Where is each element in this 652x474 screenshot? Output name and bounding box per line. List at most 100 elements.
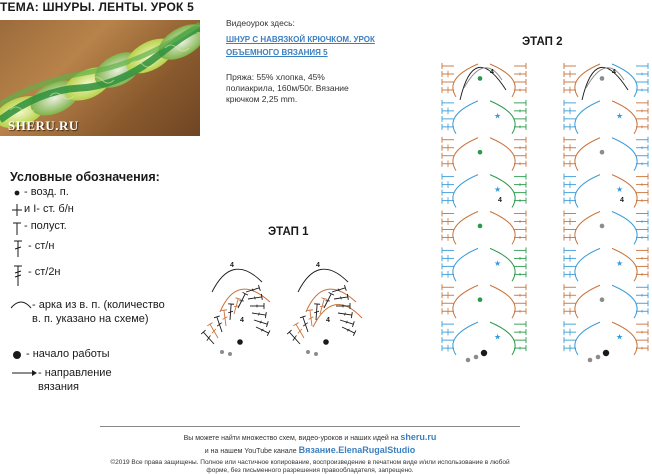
stitch-bar (222, 316, 228, 320)
stage-2-arc (452, 321, 479, 356)
stitch-top (321, 297, 328, 300)
stage-2-arc (452, 247, 479, 282)
stitch-top (207, 322, 213, 327)
arrow-right-icon (12, 370, 37, 376)
stitch-bar (206, 335, 211, 341)
arc-orange (219, 288, 271, 313)
youtube-channel-link[interactable]: Вязание.ElenaRugalStudio (298, 445, 416, 455)
stitch-top (235, 297, 242, 300)
sheru-link[interactable]: sheru.ru (400, 432, 437, 442)
chain-dot (228, 352, 232, 356)
stage-2-arc (489, 100, 516, 135)
stitch-top (258, 284, 261, 291)
double-crochet-icon (14, 240, 22, 257)
chain-count-label: 4 (316, 262, 320, 269)
stitch-top (260, 293, 263, 300)
stage-2-arc (452, 100, 479, 135)
stitch-bar (216, 322, 222, 327)
arc-orange (312, 303, 363, 328)
stitch-top (352, 330, 357, 336)
chain-count-label: 4 (498, 197, 502, 204)
stage-2-arc (489, 137, 516, 171)
star-icon: ★ (616, 111, 623, 120)
footer: Вы можете найти множество схем, видео-ур… (100, 426, 520, 474)
stitch-top (266, 321, 269, 328)
start-dot (480, 349, 488, 357)
stage-2-diagram: ★★★★44★★★★44 (441, 63, 649, 363)
stitch-bar (260, 328, 264, 332)
stage-2-arc (489, 211, 516, 245)
stage-2-arc (452, 211, 479, 245)
stitch-top (293, 322, 299, 327)
stitch-top (213, 315, 220, 319)
top-arc (581, 67, 629, 101)
chain-count-label: 4 (240, 317, 244, 324)
stage-2-label: ЭТАП 2 (522, 36, 563, 48)
copyright-text: ©2019 Все права защищены. Полное или час… (110, 459, 510, 474)
cord-photo-image (0, 21, 200, 128)
stage-2-arc (574, 137, 601, 171)
video-lesson-link[interactable]: ШНУР С НАВЯЗКОЙ КРЮЧКОМ. УРОК ОБЪЕМНОГО … (226, 35, 375, 57)
stitch-top (352, 321, 355, 328)
photo-watermark: SHERU.RU (8, 118, 79, 133)
chain-dot (477, 223, 483, 229)
stage-2-arc (611, 211, 638, 245)
chain-dot (465, 357, 471, 363)
chain-dot (477, 149, 483, 155)
stage-2-arc (452, 174, 479, 208)
stitch-top (306, 309, 313, 311)
star-icon: ★ (616, 333, 623, 342)
stitch-bar (258, 312, 260, 316)
stage-2-arc (574, 284, 601, 319)
chain-dot (477, 76, 483, 81)
chain-dot (595, 354, 601, 360)
chain-dot (477, 297, 483, 302)
stitch-top (264, 312, 267, 319)
stitch-top (286, 329, 292, 335)
chain-dot (220, 350, 224, 354)
stitch-bar (292, 335, 297, 341)
stage-2-arc (489, 63, 516, 98)
stage-2-arc (574, 100, 601, 135)
start-dot (602, 349, 610, 357)
chain-count-label: 4 (230, 262, 234, 269)
page-title: ТЕМА: ШНУРЫ. ЛЕНТЫ. УРОК 5 (0, 0, 194, 14)
stage-2-arc (611, 174, 638, 208)
stage-2-column: ★★★★44 (441, 63, 527, 363)
stitch-top (299, 315, 306, 319)
stage-2-arc (611, 247, 638, 282)
chain-dot (599, 223, 605, 229)
star-icon: ★ (616, 185, 623, 194)
stitch-top (346, 293, 349, 300)
chain-dot (599, 297, 605, 302)
stitch-bar (259, 320, 262, 324)
arc-black (297, 268, 349, 293)
chain-dot (587, 357, 593, 363)
chain-dot (473, 354, 479, 360)
stitch-bar (340, 296, 342, 300)
stitch-bar (308, 316, 314, 320)
stage-2-arc (611, 100, 638, 135)
top-arc-inner (463, 67, 503, 89)
star-icon: ★ (494, 185, 501, 194)
video-label: Видеоурок здесь: (226, 18, 295, 28)
stitch-bar (346, 328, 350, 332)
yarn-info: Пряжа: 55% хлопка, 45% полиакрила, 160м/… (226, 72, 349, 104)
stage-2-arc (489, 321, 516, 356)
stitch-top (220, 309, 227, 311)
stitch-top (242, 291, 249, 296)
start-dot (323, 339, 329, 345)
stage-2-arc (452, 284, 479, 319)
stitch-bar (319, 305, 325, 308)
stage-2-arc (611, 321, 638, 356)
star-icon: ★ (494, 333, 501, 342)
stage-2-arc (574, 211, 601, 245)
chain-dot (599, 149, 605, 155)
stitch-bar (314, 310, 320, 314)
star-icon: ★ (494, 259, 501, 268)
stitch-top (200, 329, 206, 335)
stitch-top (266, 330, 271, 336)
chain-count-label: 4 (620, 197, 624, 204)
star-icon: ★ (616, 259, 623, 268)
